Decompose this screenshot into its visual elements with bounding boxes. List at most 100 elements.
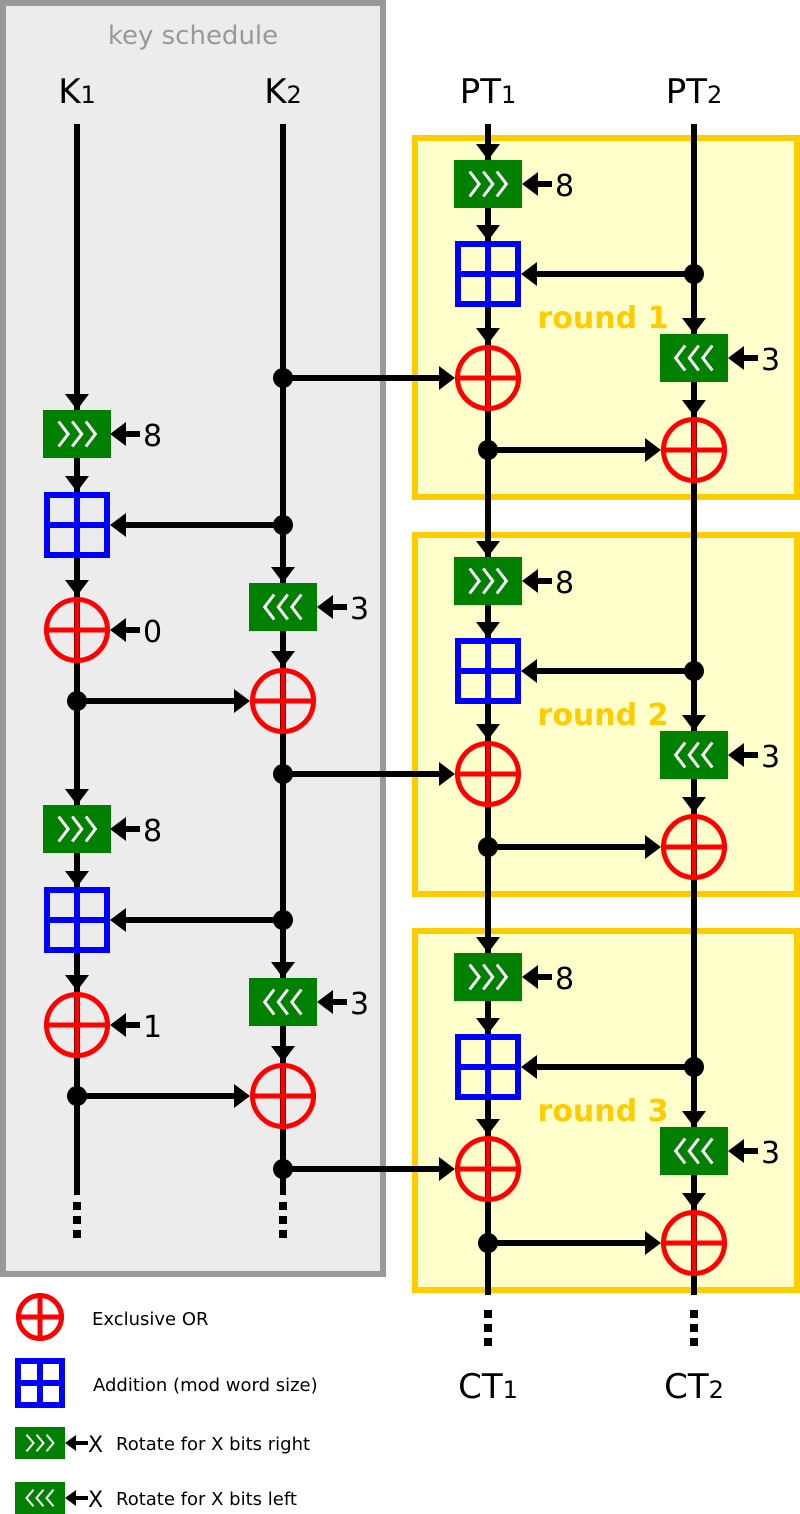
legend-xor-icon xyxy=(16,1293,64,1341)
key-rotate-left-icon xyxy=(249,583,317,631)
key-rotate-right-icon xyxy=(43,410,111,458)
round-junction-dot xyxy=(684,1057,704,1077)
round-label-3: round 3 xyxy=(538,1094,669,1129)
legend-addition-label: Addition (mod word size) xyxy=(93,1375,318,1396)
ciphertext-label-ct1: CT1 xyxy=(458,1367,518,1407)
key-xor-const-arrow-icon xyxy=(110,1013,126,1037)
legend-rotate-left-icon xyxy=(15,1482,65,1514)
round-label-2: round 2 xyxy=(538,698,669,733)
round-label-1: round 1 xyxy=(538,301,669,336)
key-addition-icon xyxy=(44,492,110,558)
continuation-dot xyxy=(73,1202,81,1210)
key-input-label-k2: K2 xyxy=(264,72,302,112)
round-rotate-right-icon xyxy=(454,953,522,1001)
key-addition-icon xyxy=(44,887,110,953)
legend-arrow-left-icon xyxy=(65,1490,76,1506)
continuation-dot xyxy=(690,1324,698,1332)
round-xor-icon xyxy=(661,417,727,483)
round-arrow-down-icon xyxy=(682,797,706,813)
key-rotate-left-param-value: 3 xyxy=(350,987,369,1022)
key-injection-arrow-icon xyxy=(439,1157,455,1181)
key-rotate-right-param-arrow-icon xyxy=(110,422,126,446)
key-rotate-right-param-arrow-icon xyxy=(110,817,126,841)
key-arrow-down-icon xyxy=(271,1046,295,1062)
round-arrow-down-icon xyxy=(476,724,500,740)
key-xor-icon xyxy=(250,1063,316,1129)
key-xor-icon xyxy=(44,992,110,1058)
round-arrow-down-icon xyxy=(682,1193,706,1209)
ciphertext-label-ct2-text: CT2 xyxy=(664,1367,724,1407)
key-arrow-down-icon xyxy=(271,962,295,978)
round-rotate-left-param-arrow-icon xyxy=(728,346,744,370)
key-rotate-left-param-arrow-icon xyxy=(317,990,333,1014)
key-schedule-title: key schedule xyxy=(108,21,278,51)
continuation-dot xyxy=(279,1202,287,1210)
round-rotate-left-icon xyxy=(660,1127,728,1175)
key-xor-icon xyxy=(44,597,110,663)
round-rotate-right-param-arrow-icon xyxy=(522,569,538,593)
round-rotate-right-param-value: 8 xyxy=(555,962,574,997)
round-addition-icon xyxy=(455,241,521,307)
round-rotate-right-param-arrow-icon xyxy=(522,172,538,196)
round-arrow-right-icon xyxy=(645,835,661,859)
round-rotate-right-param-value: 8 xyxy=(555,169,574,204)
round-arrow-down-icon xyxy=(476,937,500,953)
legend-arrow-left-icon xyxy=(65,1435,76,1451)
round-arrow-down-icon xyxy=(476,225,500,241)
round-arrow-down-icon xyxy=(682,1111,706,1127)
round-arrow-left-icon xyxy=(521,1055,537,1079)
round-xor-key-icon xyxy=(455,741,521,807)
round-arrow-down-icon xyxy=(682,400,706,416)
continuation-dot xyxy=(73,1216,81,1224)
key-arrow-right-icon xyxy=(234,689,250,713)
round-rotate-left-param-value: 3 xyxy=(761,740,780,775)
key-schedule-panel xyxy=(0,0,386,1277)
round-rotate-left-param-value: 3 xyxy=(761,343,780,378)
round-addition-icon xyxy=(455,1034,521,1100)
round-arrow-down-icon xyxy=(476,1119,500,1135)
continuation-dot xyxy=(690,1338,698,1346)
key-arrow-down-icon xyxy=(271,567,295,583)
round-arrow-down-icon xyxy=(682,715,706,731)
round-arrow-right-icon xyxy=(645,438,661,462)
legend-xor-label: Exclusive OR xyxy=(92,1309,209,1330)
round-arrow-down-icon xyxy=(476,328,500,344)
round-arrow-down-icon xyxy=(476,144,500,160)
key-input-label-k1: K1 xyxy=(58,72,96,112)
round-arrow-left-icon xyxy=(521,659,537,683)
key-rotate-left-icon xyxy=(249,978,317,1026)
key-xor-const-arrow-icon xyxy=(110,618,126,642)
continuation-dot xyxy=(484,1324,492,1332)
key-arrow-down-icon xyxy=(65,789,89,805)
key-rotate-right-icon xyxy=(43,805,111,853)
key-xor-const-value: 1 xyxy=(143,1010,162,1045)
key-arrow-down-icon xyxy=(271,651,295,667)
legend-rotate-right-icon xyxy=(15,1427,65,1459)
key-injection-arrow-icon xyxy=(439,762,455,786)
plaintext-label-pt2: PT2 xyxy=(666,72,723,112)
key-junction-dot xyxy=(273,910,293,930)
key-junction-dot xyxy=(273,515,293,535)
legend-rotate-right-label: Rotate for X bits right xyxy=(116,1434,310,1455)
legend-rotate-left-label: Rotate for X bits left xyxy=(116,1489,297,1510)
ciphertext-label-ct1-text: CT1 xyxy=(458,1367,518,1407)
legend-rotate-left-param: X xyxy=(88,1488,103,1513)
ciphertext-label-ct2: CT2 xyxy=(664,1367,724,1407)
round-rotate-left-icon xyxy=(660,334,728,382)
round-rotate-right-icon xyxy=(454,160,522,208)
round-arrow-down-icon xyxy=(682,318,706,334)
plaintext-label-pt1-text: PT1 xyxy=(460,72,517,112)
round-rotate-left-param-arrow-icon xyxy=(728,1139,744,1163)
key-arrow-down-icon xyxy=(65,476,89,492)
round-junction-dot xyxy=(684,264,704,284)
legend-addition-icon xyxy=(15,1358,65,1408)
continuation-dot xyxy=(279,1216,287,1224)
key-input-label-k2-text: K2 xyxy=(264,72,302,112)
round-xor-key-icon xyxy=(455,345,521,411)
plaintext-label-pt1: PT1 xyxy=(460,72,517,112)
key-arrow-right-icon xyxy=(234,1084,250,1108)
round-addition-icon xyxy=(455,638,521,704)
key-rotate-left-param-value: 3 xyxy=(350,592,369,627)
key-arrow-left-icon xyxy=(110,513,126,537)
